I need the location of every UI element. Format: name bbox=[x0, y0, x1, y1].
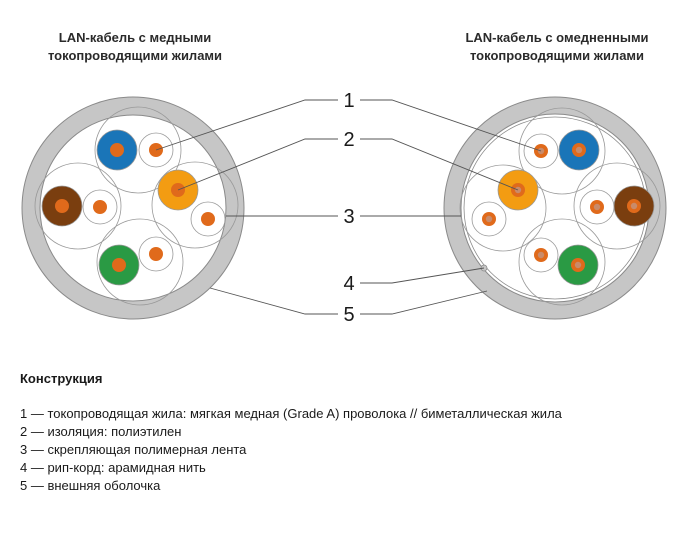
callout-number-1: 1 bbox=[343, 90, 354, 112]
right-brown-core bbox=[630, 202, 638, 210]
right-green-stripe-core bbox=[537, 251, 545, 259]
left-cable-title: LAN-кабель с медными токопроводящими жил… bbox=[15, 29, 255, 65]
cable-cross-section-diagram: 1 2 3 4 5 bbox=[21, 90, 667, 326]
left-pair-blue-outline bbox=[94, 106, 182, 194]
right-blue-core bbox=[575, 146, 583, 154]
leader-1-right bbox=[360, 99, 542, 152]
left-title-line-2: токопроводящими жилами bbox=[47, 48, 223, 63]
right-pair-orange-outline bbox=[459, 164, 547, 252]
leader-5-right bbox=[360, 290, 488, 315]
legend-heading: Конструкция bbox=[20, 371, 103, 386]
right-green-core bbox=[574, 261, 582, 269]
left-green-conductor bbox=[112, 258, 126, 272]
left-orange-stripe-conductor bbox=[201, 212, 215, 226]
leader-2-left bbox=[177, 138, 338, 191]
left-pair-brown-outline bbox=[34, 162, 122, 250]
callout-number-2: 2 bbox=[343, 129, 354, 151]
left-cable bbox=[21, 96, 245, 320]
leader-1-left bbox=[155, 99, 338, 151]
legend-item-1: 1 — токопроводящая жила: мягкая медная (… bbox=[20, 406, 562, 421]
callout-number-3: 3 bbox=[343, 206, 354, 228]
left-green-stripe-conductor bbox=[149, 247, 163, 261]
legend-item-5: 5 — внешняя оболочка bbox=[20, 478, 161, 493]
right-pair-green-outline bbox=[518, 218, 606, 306]
left-title-line-1: LAN-кабель с медными bbox=[58, 30, 212, 45]
leader-2-right bbox=[360, 138, 519, 191]
left-pair-orange-outline bbox=[151, 161, 239, 249]
right-brown-stripe-core bbox=[593, 203, 601, 211]
legend-item-2: 2 — изоляция: полиэтилен bbox=[20, 424, 182, 439]
callout-number-4: 4 bbox=[343, 273, 354, 295]
legend-item-4: 4 — рип-корд: арамидная нить bbox=[20, 460, 206, 475]
right-pair-blue-outline bbox=[518, 107, 606, 195]
leader-lines bbox=[155, 99, 542, 315]
right-cable-title: LAN-кабель с омедненными токопроводящими… bbox=[437, 29, 677, 65]
leader-4 bbox=[360, 267, 485, 284]
right-title-line-2: токопроводящими жилами bbox=[469, 48, 645, 63]
right-title-line-1: LAN-кабель с омедненными bbox=[465, 30, 649, 45]
right-cable bbox=[443, 96, 667, 320]
leader-5-left bbox=[209, 287, 338, 315]
left-brown-stripe-conductor bbox=[93, 200, 107, 214]
legend-item-3: 3 — скрепляющая полимерная лента bbox=[20, 442, 247, 457]
callout-number-5: 5 bbox=[343, 304, 354, 326]
right-orange-stripe-core bbox=[485, 215, 493, 223]
left-pair-green-outline bbox=[96, 218, 184, 306]
construction-legend: Конструкция 1 — токопроводящая жила: мяг… bbox=[20, 371, 562, 495]
right-pair-brown-outline bbox=[573, 162, 661, 250]
left-brown-conductor bbox=[55, 199, 69, 213]
left-blue-conductor bbox=[110, 143, 124, 157]
